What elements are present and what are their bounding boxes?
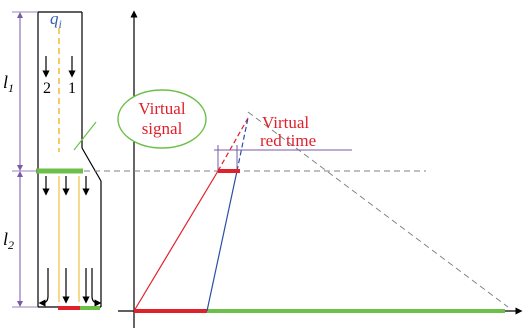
dissipation-line-blue-extension bbox=[236, 117, 249, 172]
lane-label-1: 1 bbox=[68, 80, 76, 97]
virtual-red-label-line2: red time bbox=[260, 131, 316, 150]
road-flare-edge bbox=[81, 147, 102, 182]
l1-label: l1 bbox=[3, 72, 14, 95]
right-turn-arrow bbox=[91, 268, 102, 307]
virtual-signal-label-line1: Virtual bbox=[138, 99, 185, 118]
lane-label-2: 2 bbox=[43, 80, 51, 97]
queue-line-red bbox=[133, 170, 219, 312]
left-turn-arrow bbox=[38, 268, 49, 307]
queue-line-red-extension bbox=[217, 117, 249, 172]
flow-label: qi bbox=[50, 9, 62, 31]
virtual-signal-label-line2: signal bbox=[142, 119, 183, 138]
virtual-signal-callout bbox=[117, 89, 207, 149]
dissipation-line-blue bbox=[206, 170, 238, 312]
l2-label: l2 bbox=[3, 229, 14, 252]
virtual-red-label-line1: Virtual bbox=[262, 113, 309, 132]
dashed-clearance-line bbox=[247, 111, 509, 308]
callout-pointer bbox=[73, 121, 97, 151]
